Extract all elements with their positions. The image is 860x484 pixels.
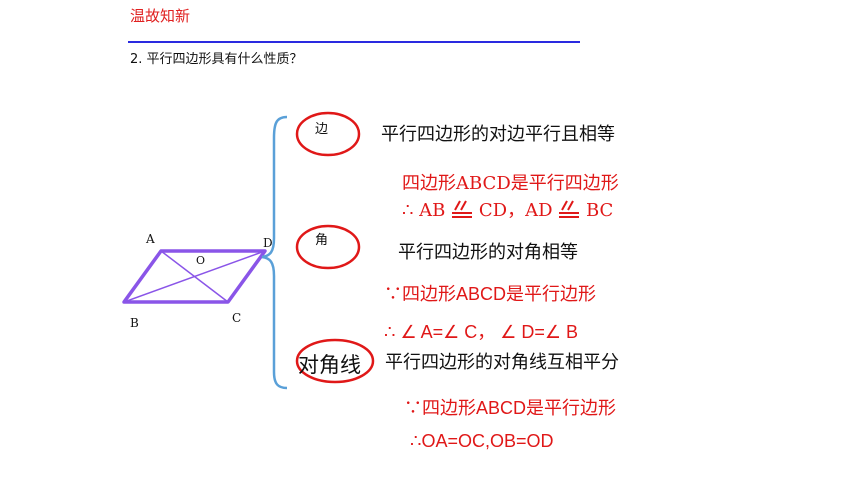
point-label-a: A [146, 232, 155, 246]
diagonal-conclusion: ∴OA=OC,OB=OD [410, 431, 554, 451]
title-underline [128, 41, 580, 43]
parallel-equal-symbol [558, 199, 580, 221]
diagonal-label: 对角线 [298, 353, 361, 377]
side-conclusion-prefix: ∴ AB [402, 200, 446, 221]
point-label-d: D [263, 236, 273, 250]
question-text: 2. 平行四边形具有什么性质？ [130, 52, 303, 67]
point-label-c: C [232, 311, 242, 325]
curly-brace [261, 115, 288, 390]
side-label-ellipse [295, 111, 361, 157]
side-conclusion: ∴ AB CD，AD BC [402, 196, 613, 222]
side-given: 四边形ABCD是平行四边形 [402, 173, 619, 194]
side-conclusion-end: BC [585, 200, 614, 221]
angle-property: 平行四边形的对角相等 [398, 242, 578, 263]
angle-label: 角 [315, 233, 329, 248]
point-label-o: O [196, 254, 206, 267]
side-conclusion-mid: CD，AD [478, 200, 553, 221]
angle-conclusion: ∴ ∠ A=∠ C， ∠ D=∠ B [384, 322, 579, 342]
diagonal-given: ∵四边形ABCD是平行边形 [404, 398, 617, 418]
angle-label-ellipse [295, 224, 361, 270]
side-property: 平行四边形的对边平行且相等 [381, 124, 615, 145]
point-label-b: B [130, 316, 139, 330]
slide-title: 温故知新 [130, 7, 191, 25]
diagonal-bd [123, 250, 266, 303]
parallelogram-diagonals [123, 250, 266, 303]
parallel-equal-symbol [451, 199, 473, 221]
diagonal-property: 平行四边形的对角线互相平分 [385, 352, 619, 373]
side-label: 边 [315, 122, 329, 137]
diagonal-label-ellipse [295, 338, 375, 384]
angle-given: ∵四边形ABCD是平行边形 [384, 284, 597, 304]
